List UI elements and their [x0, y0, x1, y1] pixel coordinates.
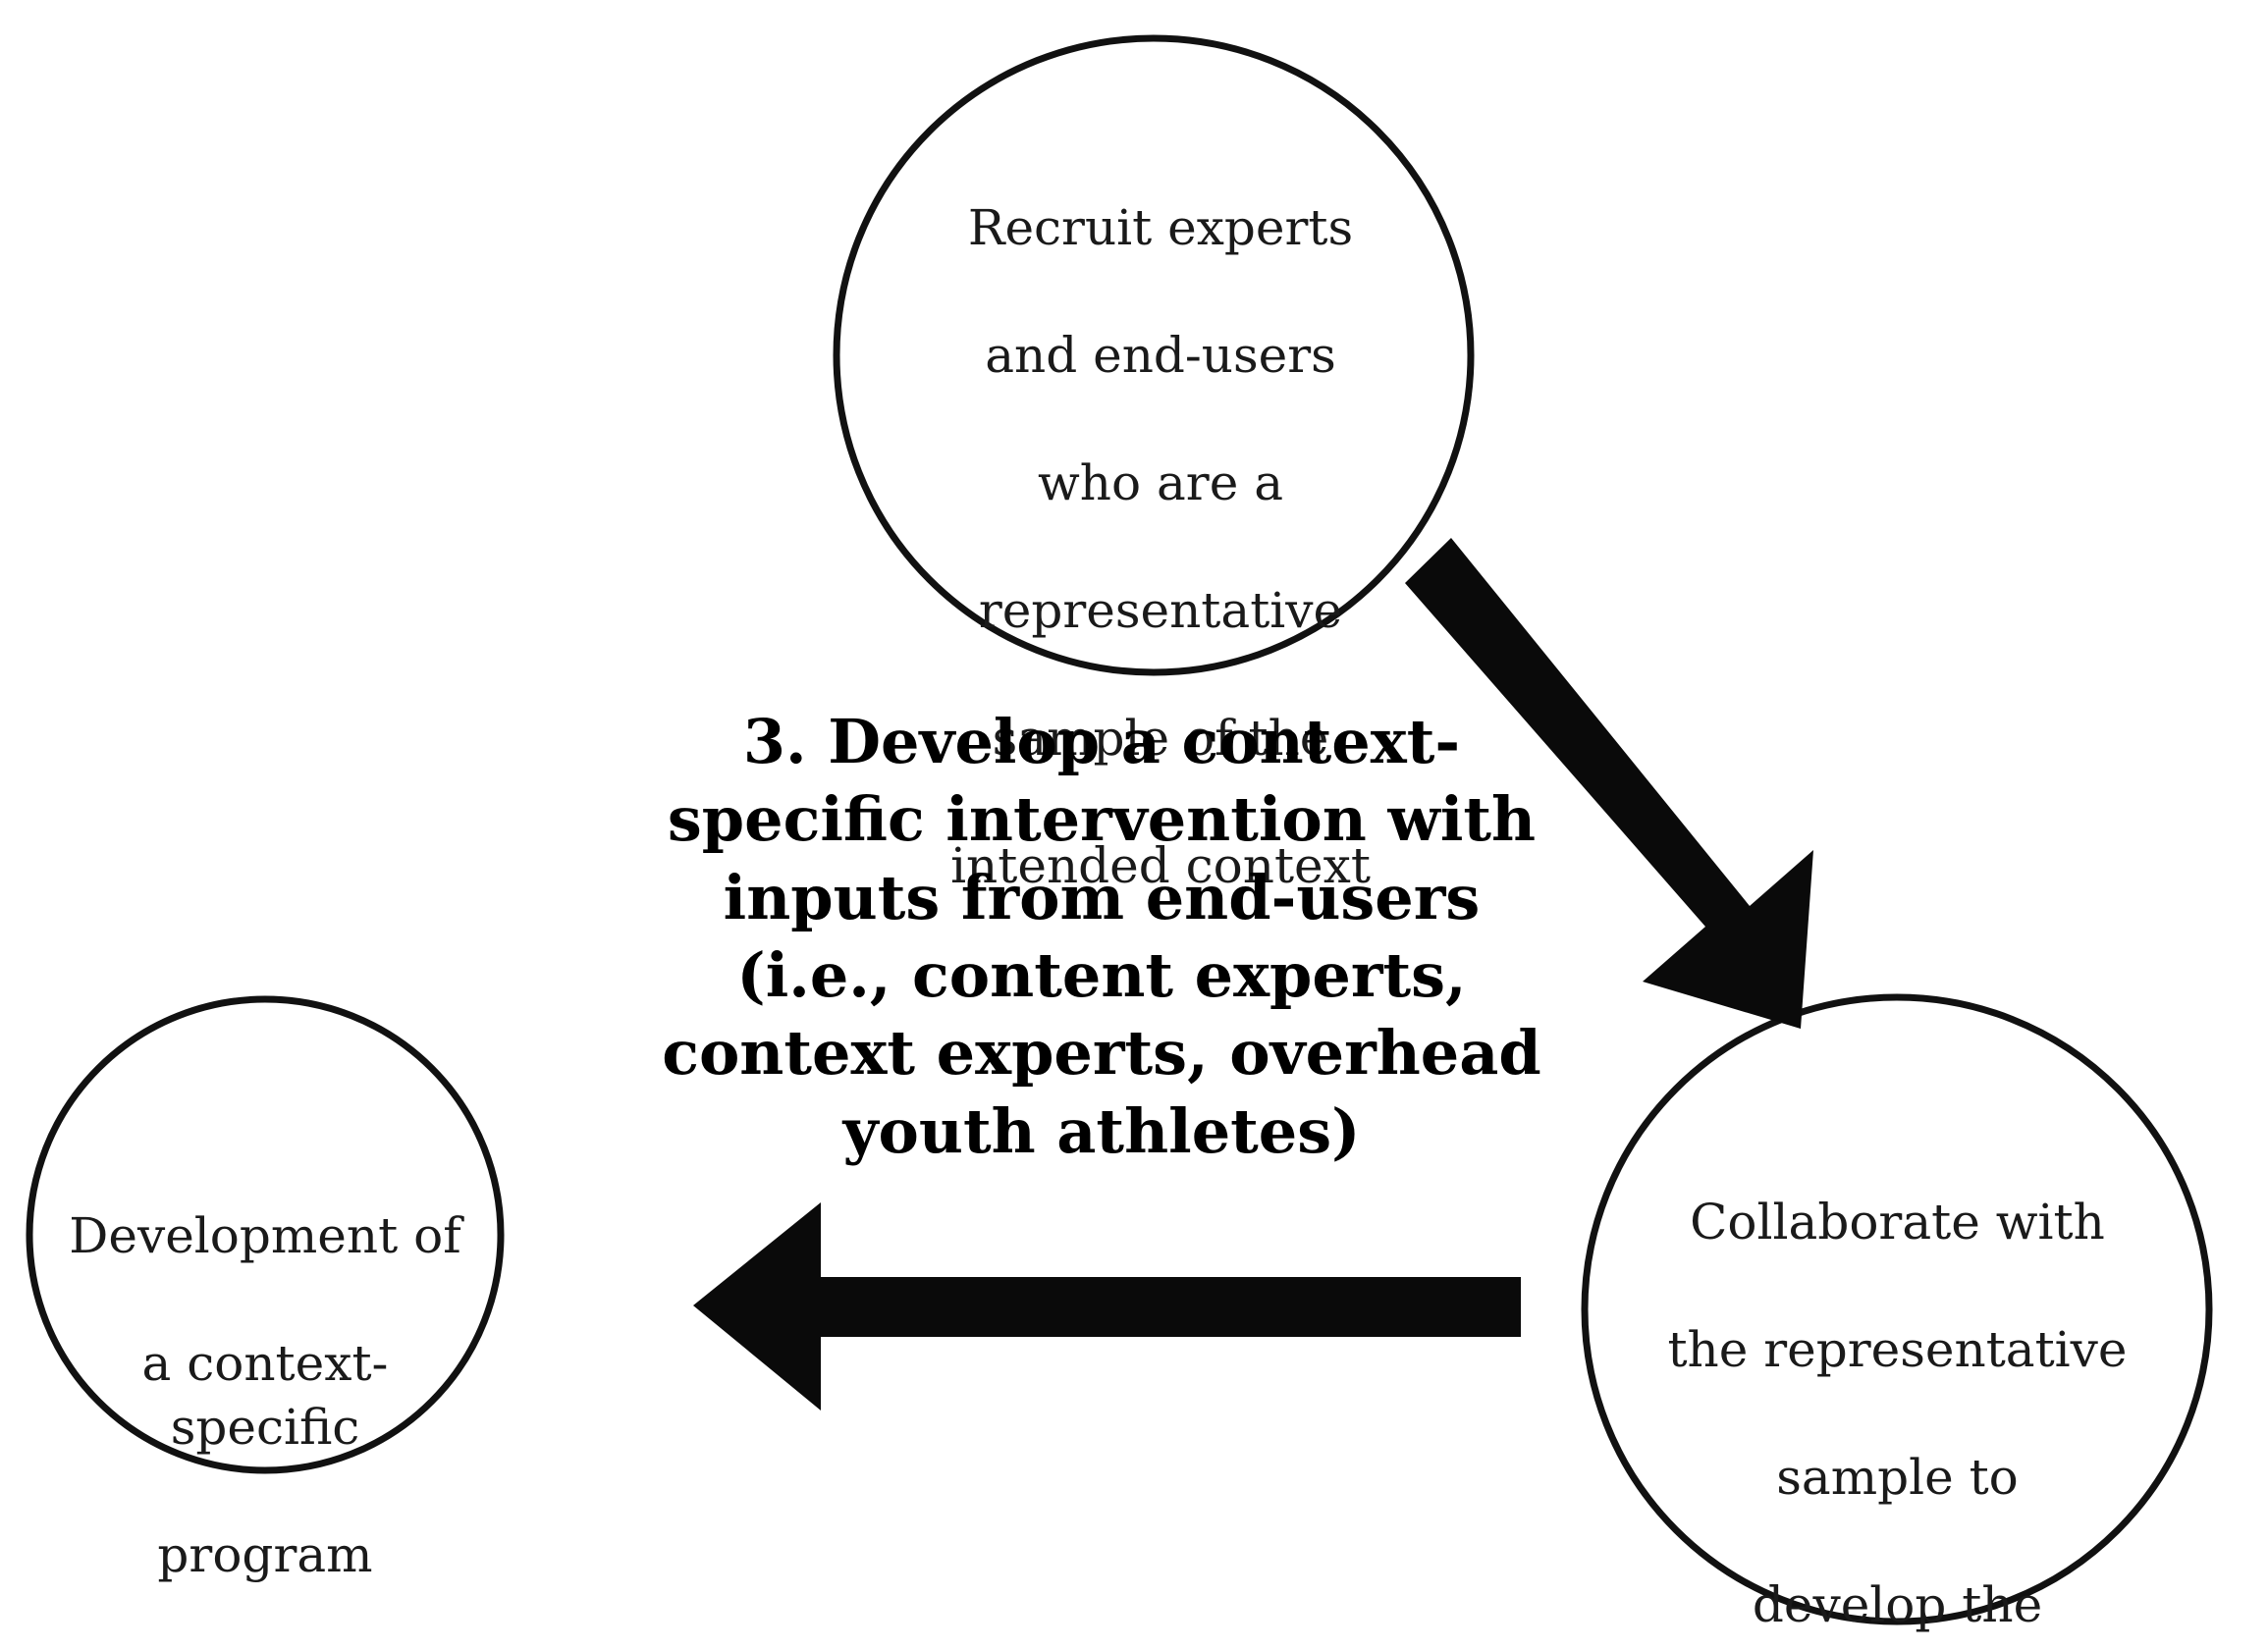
node-circle-development[interactable]	[26, 995, 505, 1474]
node-circle-collaborate[interactable]	[1581, 993, 2213, 1625]
arrow-recruit-to-collaborate	[1405, 538, 1813, 1029]
node-circle-recruit[interactable]	[833, 34, 1475, 676]
arrow-collaborate-to-development	[693, 1202, 1521, 1410]
